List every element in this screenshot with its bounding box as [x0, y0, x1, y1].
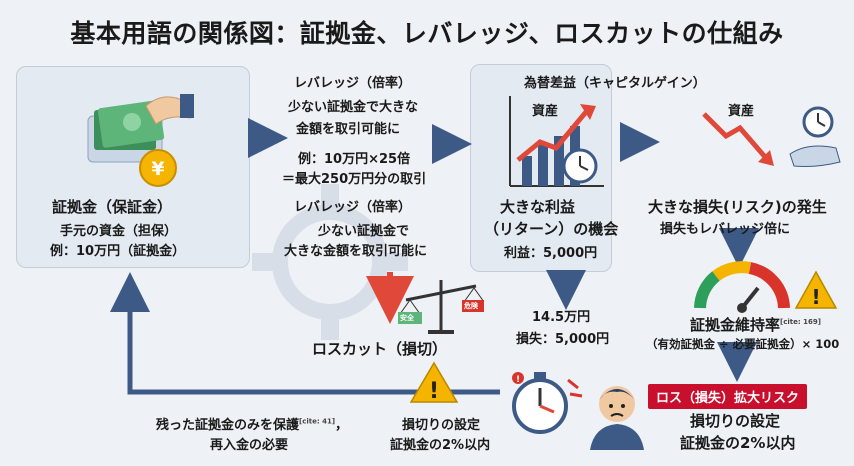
leverage-example1: 例：10万円×25倍 [298, 152, 411, 167]
profit-line1: 大きな利益 [500, 198, 576, 216]
value-line2: 損失：5,000円 [516, 332, 610, 347]
money-hand-icon: ¥ [87, 94, 194, 187]
margin-panel [16, 66, 250, 268]
profit-line3: 利益：5,000円 [504, 246, 598, 261]
loss-asset-label: 資産 [728, 104, 755, 119]
margin-ratio-formula: （有効証拠金 ÷ 必要証拠金）× 100 [646, 337, 840, 351]
svg-text:!: ! [429, 379, 439, 404]
loss-line1: 大きな損失(リスク)の発生 [648, 198, 827, 216]
remaining-line2: 再入金の必要 [210, 438, 289, 453]
margin-ratio-cite: [cite: 169] [780, 318, 821, 326]
scale-right-label: 危険 [464, 302, 478, 310]
loss-line2: 損失もレバレッジ倍に [660, 222, 791, 237]
remaining-line1: 残った証拠金のみを保護[cite: 41]， [156, 417, 349, 433]
leverage-top-title: レバレッジ（倍率） [294, 76, 412, 91]
gauge-icon: ! [694, 261, 838, 313]
stoploss-right-line1: 損切りの設定 [690, 412, 781, 430]
scale-left-label: 安全 [400, 314, 414, 322]
leverage-top-line1: 少ない証拠金で大きな [288, 100, 419, 115]
stoploss-center-line2: 証拠金の2%以内 [390, 438, 491, 453]
warning-icon: ! [409, 361, 459, 404]
balance-scale-icon [398, 280, 484, 334]
stopwatch-icon: ! [512, 372, 583, 434]
worried-person-icon [590, 386, 644, 450]
page-title: 基本用語の関係図：証拠金、レバレッジ、ロスカットの仕組み [70, 19, 784, 48]
svg-text:!: ! [811, 285, 820, 309]
leverage-top-line2: 金額を取引可能に [296, 122, 401, 137]
stoploss-right-line2: 証拠金の2%以内 [680, 434, 796, 452]
yen-coin-icon: ¥ [139, 149, 177, 187]
margin-line1: 手元の資金（担保） [60, 224, 178, 239]
leverage-bottom-line2: 大きな金額を取引可能に [284, 244, 428, 259]
losscut-label: ロスカット（損切） [312, 340, 448, 358]
remaining-cite: [cite: 41] [299, 417, 336, 426]
svg-text:!: ! [516, 375, 520, 385]
clock-hand-icon [789, 106, 841, 167]
leverage-example2: ＝最大250万円分の取引 [282, 172, 427, 187]
svg-text:¥: ¥ [151, 158, 164, 180]
margin-ratio-title: 証拠金維持率[cite: 169] [690, 316, 821, 334]
arrow-loop-back [110, 272, 500, 395]
profit-asset-label: 資産 [532, 104, 559, 119]
clock-icon [562, 148, 598, 184]
warning-icon: ! [794, 270, 838, 309]
profit-chart-icon [509, 96, 604, 187]
loss-chart-icon [702, 106, 841, 167]
leverage-bottom-line1: 少ない証拠金で [318, 224, 410, 239]
risk-badge: ロス（損失）拡大リスク [648, 384, 808, 409]
stoploss-center-line1: 損切りの設定 [402, 418, 481, 433]
profit-line2: （リターン）の機会 [484, 220, 619, 238]
value-line1: 14.5万円 [532, 310, 591, 325]
margin-line2: 例：10万円（証拠金） [50, 244, 186, 259]
margin-title: 証拠金（保証金） [52, 198, 173, 216]
profit-header: 為替差益（キャピタルゲイン） [524, 76, 706, 91]
leverage-bottom-title: レバレッジ（倍率） [294, 200, 412, 215]
